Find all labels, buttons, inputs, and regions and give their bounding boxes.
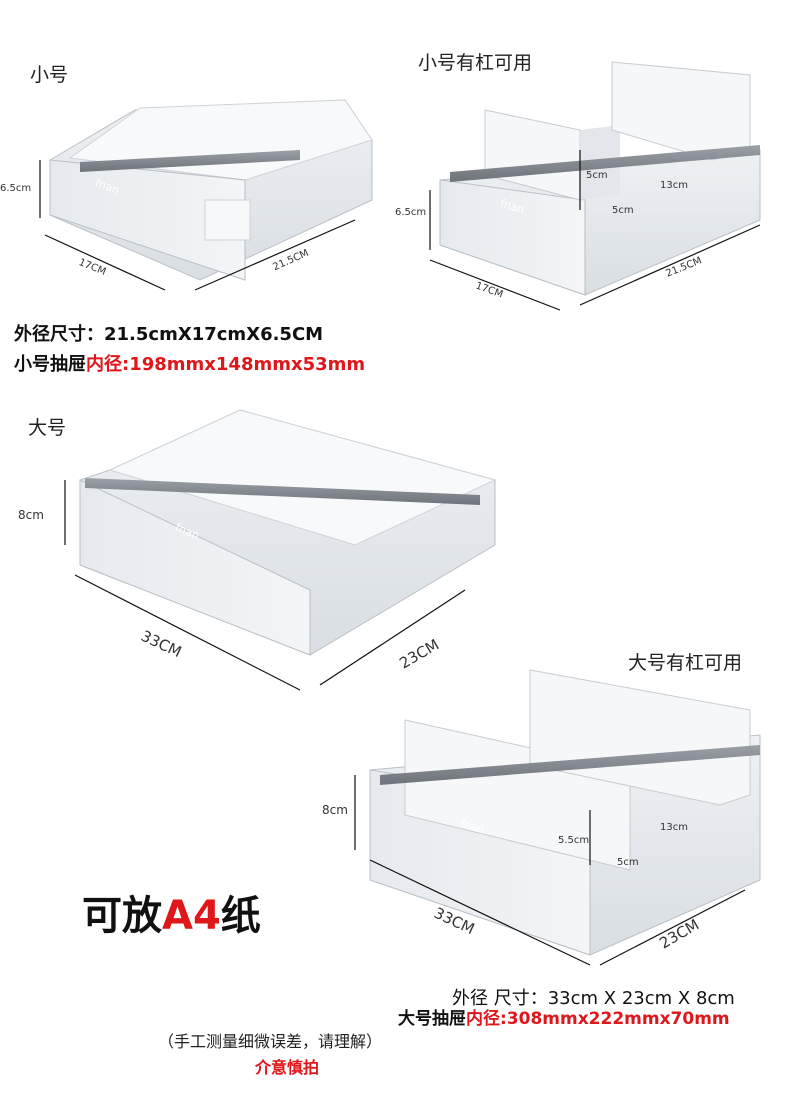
large-drawer-with-bar	[369, 669, 761, 956]
large-bar-length-dim: 13cm	[660, 822, 688, 833]
small-height-dim: 6.5cm	[0, 183, 32, 194]
caution-text: 介意慎拍	[255, 1058, 320, 1077]
small-bar-height-dim: 6.5cm	[395, 207, 427, 218]
small-bar-length-dim: 13cm	[660, 180, 688, 191]
small-outer-label: 外径尺寸：	[14, 324, 104, 345]
large-outer-value: 33cm X 23cm X 8cm	[547, 988, 735, 1009]
a4-highlight: A4	[162, 893, 221, 939]
large-inner-spec: 大号抽屉内径:308mmx222mmx70mm	[398, 1004, 730, 1029]
small-outer-value: 21.5cmX17cmX6.5CM	[104, 324, 324, 345]
small-inner-spec: 小号抽屉内径:198mmx148mmx53mm	[14, 350, 365, 376]
large-bar-gap-dim: 5cm	[617, 857, 639, 868]
large-outer-spec: 外径 尺寸：33cm X 23cm X 8cm	[452, 984, 735, 1010]
a4-suffix: 纸	[220, 893, 261, 939]
small-drawer-with-bar	[439, 61, 761, 296]
small-inner-value: 内径:198mmx148mmx53mm	[86, 354, 366, 375]
a4-prefix: 可放	[82, 893, 162, 939]
large-outer-label: 外径 尺寸：	[452, 988, 548, 1009]
small-bar-title: 小号有杠可用	[418, 52, 533, 74]
disclaimer-text: （手工测量细微误差，请理解）	[158, 1032, 383, 1051]
a4-headline: 可放A4纸	[82, 883, 261, 941]
large-bar-height-dim: 8cm	[322, 803, 348, 817]
small-bar-post-dim: 5cm	[586, 170, 608, 181]
large-bar-post-dim: 5.5cm	[558, 835, 590, 846]
small-outer-spec: 外径尺寸：21.5cmX17cmX6.5CM	[14, 320, 323, 346]
large-inner-value: 内径:308mmx222mmx70mm	[466, 1009, 730, 1029]
small-bar-gap-dim: 5cm	[612, 205, 634, 216]
large-drawer	[79, 409, 497, 656]
small-drawer	[49, 99, 373, 281]
small-inner-label: 小号抽屉	[14, 354, 86, 375]
large-height-dim: 8cm	[18, 508, 44, 522]
large-bar-title: 大号有杠可用	[628, 652, 743, 674]
dimension-lines	[39, 150, 761, 966]
large-title: 大号	[28, 417, 67, 439]
large-inner-label: 大号抽屉	[398, 1009, 466, 1029]
small-title: 小号	[30, 64, 69, 86]
